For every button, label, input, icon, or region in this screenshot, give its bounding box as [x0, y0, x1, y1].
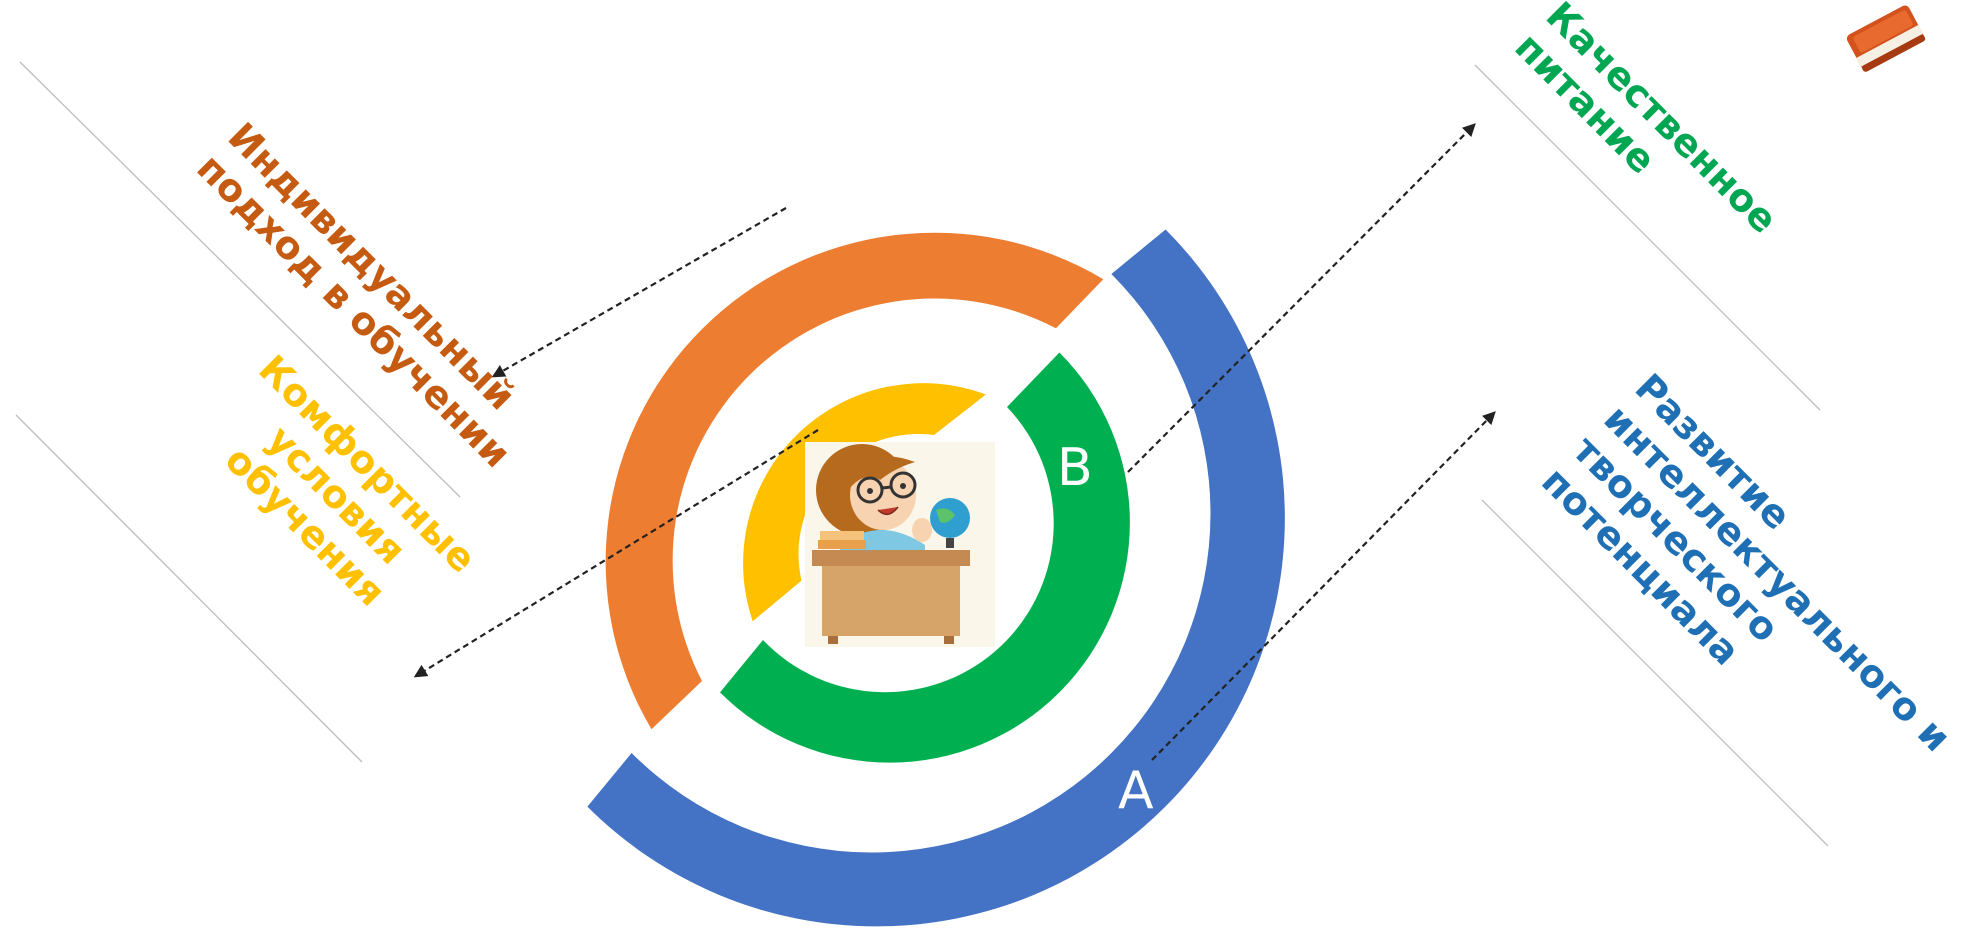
- segment-d-arc: [605, 232, 1104, 730]
- segment-a-arc: [587, 229, 1285, 927]
- teacher-illustration: [805, 442, 995, 647]
- arrow-b: [1127, 123, 1476, 473]
- arrow-d: [491, 207, 787, 378]
- guide-line-a: [1481, 499, 1829, 847]
- segment-a-letter: A: [1118, 761, 1154, 821]
- caption-b: Качественное питание: [1507, 0, 1787, 242]
- arrow-a: [1151, 411, 1496, 761]
- segment-d-letter: D: [738, 221, 778, 281]
- guide-lines: [15, 61, 1829, 847]
- book-icon: [1846, 5, 1926, 72]
- segment-b-letter: B: [1057, 438, 1093, 498]
- guide-line-b: [1474, 64, 1821, 411]
- connector-arrows: [413, 123, 1496, 761]
- caption-a: Развитие интеллектуального и творческого…: [1533, 365, 1959, 760]
- segment-c-arc: [743, 383, 986, 622]
- caption-d: Индивидуальный подход в обучении: [189, 114, 524, 476]
- arrow-c: [413, 429, 819, 678]
- segment-b-arc: [720, 352, 1130, 763]
- guide-line-d: [19, 61, 461, 498]
- guide-line-c: [15, 414, 363, 763]
- ring-segments: [587, 229, 1285, 927]
- segment-c-letter: C: [785, 373, 821, 433]
